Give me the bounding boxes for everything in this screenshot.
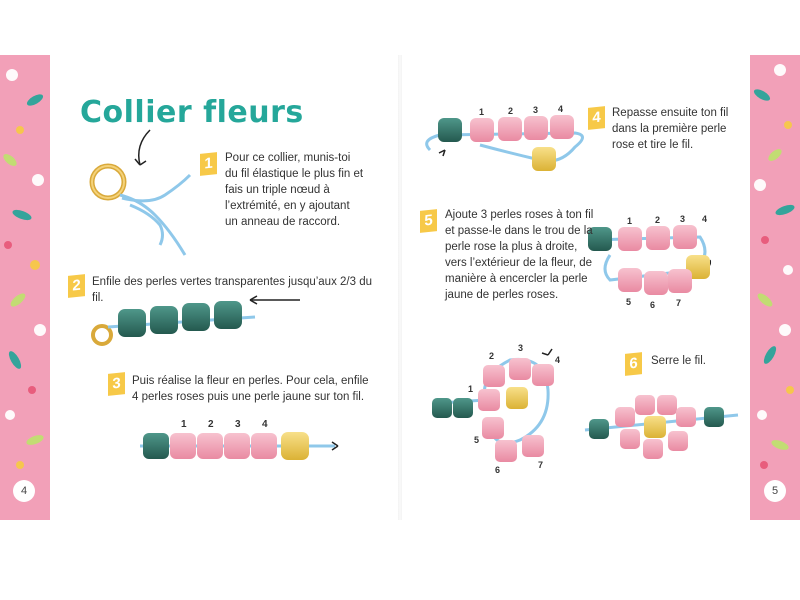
bead-label: 5 (474, 435, 479, 445)
book-gutter (398, 55, 402, 520)
bead-label: 1 (181, 419, 187, 430)
step-badge-6: 6 (625, 352, 642, 376)
page-number-right: 5 (764, 480, 786, 502)
step-4-text: Repasse ensuite ton fil dans la première… (612, 107, 729, 151)
bead-label: 3 (235, 419, 241, 430)
step4-beads-illustration: 1 2 3 4 (425, 104, 584, 171)
finished-flower-illustration (584, 395, 739, 459)
floral-pattern-right (753, 64, 795, 469)
green-beads-illustration (91, 295, 300, 346)
step-badge-4: 4 (588, 106, 605, 130)
page-title: Collier fleurs (80, 95, 304, 130)
bead-label: 4 (702, 214, 707, 224)
bead-label: 3 (533, 105, 538, 115)
step-badge-3: 3 (108, 372, 125, 396)
step-2-text: Enfile des perles vertes transparentes j… (92, 276, 372, 304)
right-decorative-strip: 5 (750, 55, 800, 520)
step-badge-1: 1 (200, 152, 217, 176)
book-spread: 4 5 (0, 55, 800, 520)
step-badge-2: 2 (68, 274, 85, 298)
bead-label: 7 (676, 298, 681, 308)
ring-knot-illustration (89, 129, 192, 256)
step5-beads-illustration: 1 2 3 4 5 6 7 (588, 214, 712, 310)
bead-label: 2 (655, 215, 660, 225)
bead-label: 7 (538, 460, 543, 470)
bead-label: 4 (555, 355, 560, 365)
bead-label: 3 (518, 343, 523, 353)
step-3-text: Puis réalise la fleur en perles. Pour ce… (132, 375, 369, 403)
step-1-text: Pour ce collier, munis-toi du fil élasti… (225, 152, 364, 228)
instruction-illustrations: 1 2 3 4 1 2 3 4 (89, 104, 739, 475)
bead-label: 1 (468, 384, 473, 394)
bead-label: 2 (489, 351, 494, 361)
bead-label: 6 (650, 300, 655, 310)
step3-beads-illustration: 1 2 3 4 (140, 419, 339, 460)
page-number-left: 4 (13, 480, 35, 502)
bead-label: 2 (508, 106, 513, 116)
step-badge-5: 5 (420, 209, 437, 233)
bead-label: 1 (479, 107, 484, 117)
bead-label: 4 (558, 104, 563, 114)
bead-label: 2 (208, 419, 214, 430)
step-5-text: Ajoute 3 perles roses à ton fil et passe… (445, 209, 594, 301)
bead-label: 3 (680, 214, 685, 224)
left-decorative-strip: 4 (0, 55, 50, 520)
floral-pattern-left (3, 69, 46, 469)
bead-label: 6 (495, 465, 500, 475)
flower-loop-illustration: 2 3 4 1 5 6 7 (432, 343, 560, 475)
bead-label: 5 (626, 297, 631, 307)
bead-label: 4 (262, 419, 268, 430)
step-6-text: Serre le fil. (651, 355, 706, 367)
bead-label: 1 (627, 216, 632, 226)
